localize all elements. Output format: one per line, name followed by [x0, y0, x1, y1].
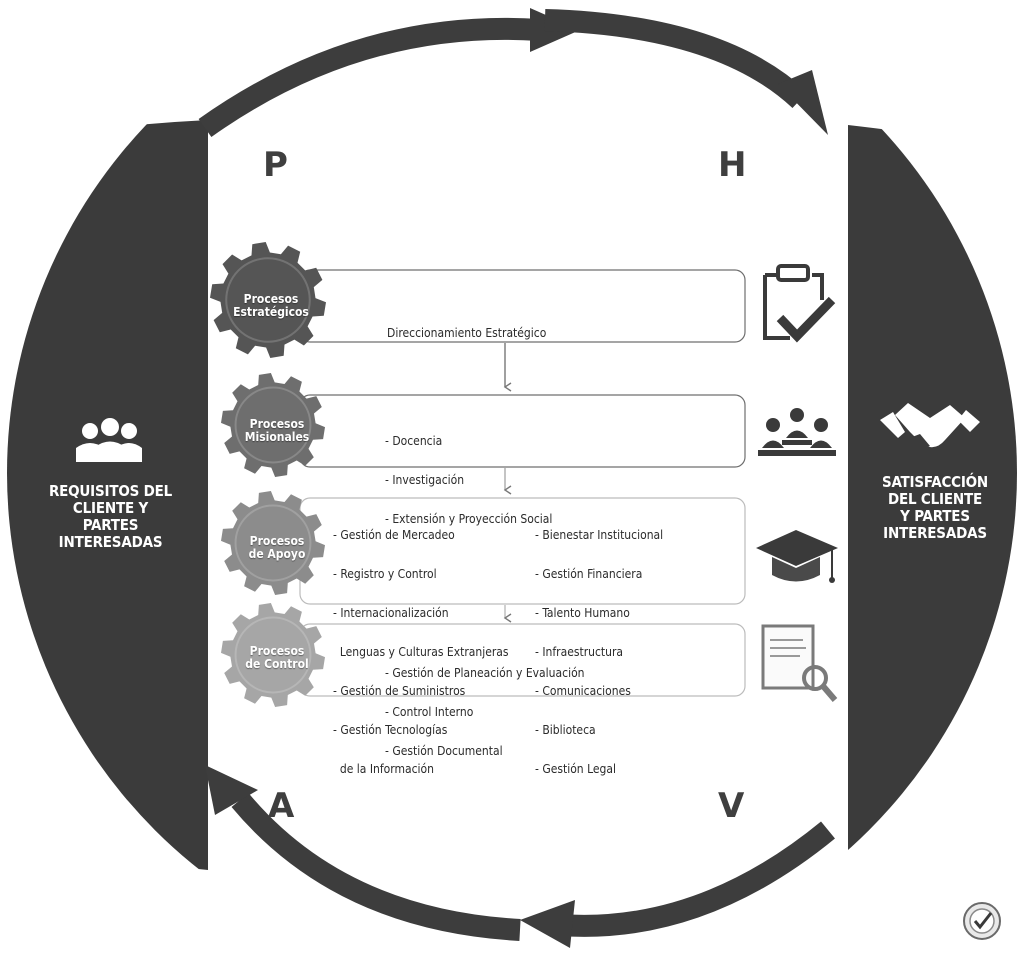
gear-label-line: Misionales — [244, 430, 310, 444]
gear-body — [234, 616, 312, 694]
left-panel-line: REQUISITOS DEL — [48, 482, 173, 500]
process-item: - Bienestar Institucional — [535, 528, 664, 542]
gear-label-line: de Control — [245, 657, 309, 671]
process-item: - Extensión y Proyección Social — [385, 512, 553, 526]
process-item: - Control Interno — [385, 705, 474, 719]
control-items: - Gestión de Planeación y Evaluación - C… — [385, 641, 585, 784]
handshake-icon — [880, 403, 980, 450]
cycle-arrow-top-left — [198, 8, 580, 137]
process-item: - Gestión Financiera — [535, 567, 643, 581]
left-panel-line: INTERESADAS — [58, 533, 163, 551]
gear-body — [234, 504, 312, 582]
process-item: - Investigación — [385, 473, 465, 487]
pdca-letter-a: A — [268, 786, 295, 826]
cycle-arrow-bottom-right — [520, 821, 835, 948]
document-search-icon — [761, 624, 838, 702]
right-panel-line: INTERESADAS — [883, 524, 987, 542]
gear-label-line: Estratégicos — [233, 305, 309, 319]
process-item: - Docencia — [385, 434, 443, 448]
gear-misionales-icon — [221, 373, 325, 477]
process-item: - Gestión de Planeación y Evaluación — [385, 666, 585, 680]
gear-label-line: Procesos — [243, 292, 299, 306]
cycle-arrow-bottom-left — [205, 765, 521, 941]
process-item: - Gestión de Suministros — [333, 684, 466, 698]
pdca-letter-p: P — [263, 145, 288, 185]
process-item: - Gestión Documental — [385, 744, 503, 758]
right-panel-line: Y PARTES — [900, 507, 970, 525]
process-item: de la Información — [333, 762, 434, 776]
process-item: - Gestión de Mercadeo — [333, 528, 455, 542]
left-panel-text: REQUISITOS DEL CLIENTE Y PARTES INTERESA… — [28, 483, 193, 551]
gear-estrategicos-icon — [210, 242, 326, 358]
process-item: Direccionamiento Estratégico — [387, 326, 547, 340]
gear-body — [234, 386, 312, 464]
gear-label-misionales: Procesos Misionales — [222, 418, 332, 444]
process-item: - Internacionalización — [333, 606, 449, 620]
gear-label-line: Procesos — [249, 534, 305, 548]
right-panel-line: SATISFACCIÓN — [881, 473, 989, 491]
left-panel-line: PARTES — [82, 516, 139, 534]
cycle-arrow-top-right — [544, 9, 828, 135]
process-item: Lenguas y Culturas Extranjeras — [333, 645, 509, 659]
certification-seal-icon — [963, 902, 1001, 940]
gear-label-control: Procesos de Control — [222, 645, 332, 671]
process-item: - Gestión Legal — [535, 762, 616, 776]
gear-body — [225, 257, 311, 343]
right-panel-line: DEL CLIENTE — [888, 490, 982, 508]
right-panel-text: SATISFACCIÓN DEL CLIENTE Y PARTES INTERE… — [860, 474, 1010, 542]
graduation-cap-icon — [756, 530, 838, 583]
pdca-letter-h: H — [718, 145, 747, 185]
misionales-items: - Docencia - Investigación - Extensión y… — [385, 409, 552, 552]
process-item: - Biblioteca — [535, 723, 596, 737]
estrategicos-items: Direccionamiento Estratégico — [387, 301, 546, 366]
pdca-letter-v: V — [718, 786, 745, 826]
group-meeting-icon — [758, 408, 836, 456]
process-item: - Comunicaciones — [535, 684, 631, 698]
apoyo-items-left: - Gestión de Mercadeo - Registro y Contr… — [333, 503, 509, 802]
process-item: - Registro y Control — [333, 567, 437, 581]
left-panel-line: CLIENTE Y — [72, 499, 149, 517]
left-panel-shape — [20, 120, 208, 870]
process-item: - Gestión Tecnologías — [333, 723, 448, 737]
gear-label-apoyo: Procesos de Apoyo — [222, 535, 332, 561]
gear-control-icon — [221, 603, 325, 707]
people-icon — [76, 418, 142, 462]
apoyo-items-right: - Bienestar Institucional - Gestión Fina… — [535, 503, 663, 802]
process-item: - Infraestructura — [535, 645, 624, 659]
gear-apoyo-icon — [221, 491, 325, 595]
process-item: - Talento Humano — [535, 606, 630, 620]
clipboard-check-icon — [763, 264, 836, 343]
gear-label-line: Procesos — [249, 644, 305, 658]
gear-label-estrategicos: Procesos Estratégicos — [216, 293, 326, 319]
gear-label-line: de Apoyo — [248, 547, 306, 561]
gear-label-line: Procesos — [249, 417, 305, 431]
